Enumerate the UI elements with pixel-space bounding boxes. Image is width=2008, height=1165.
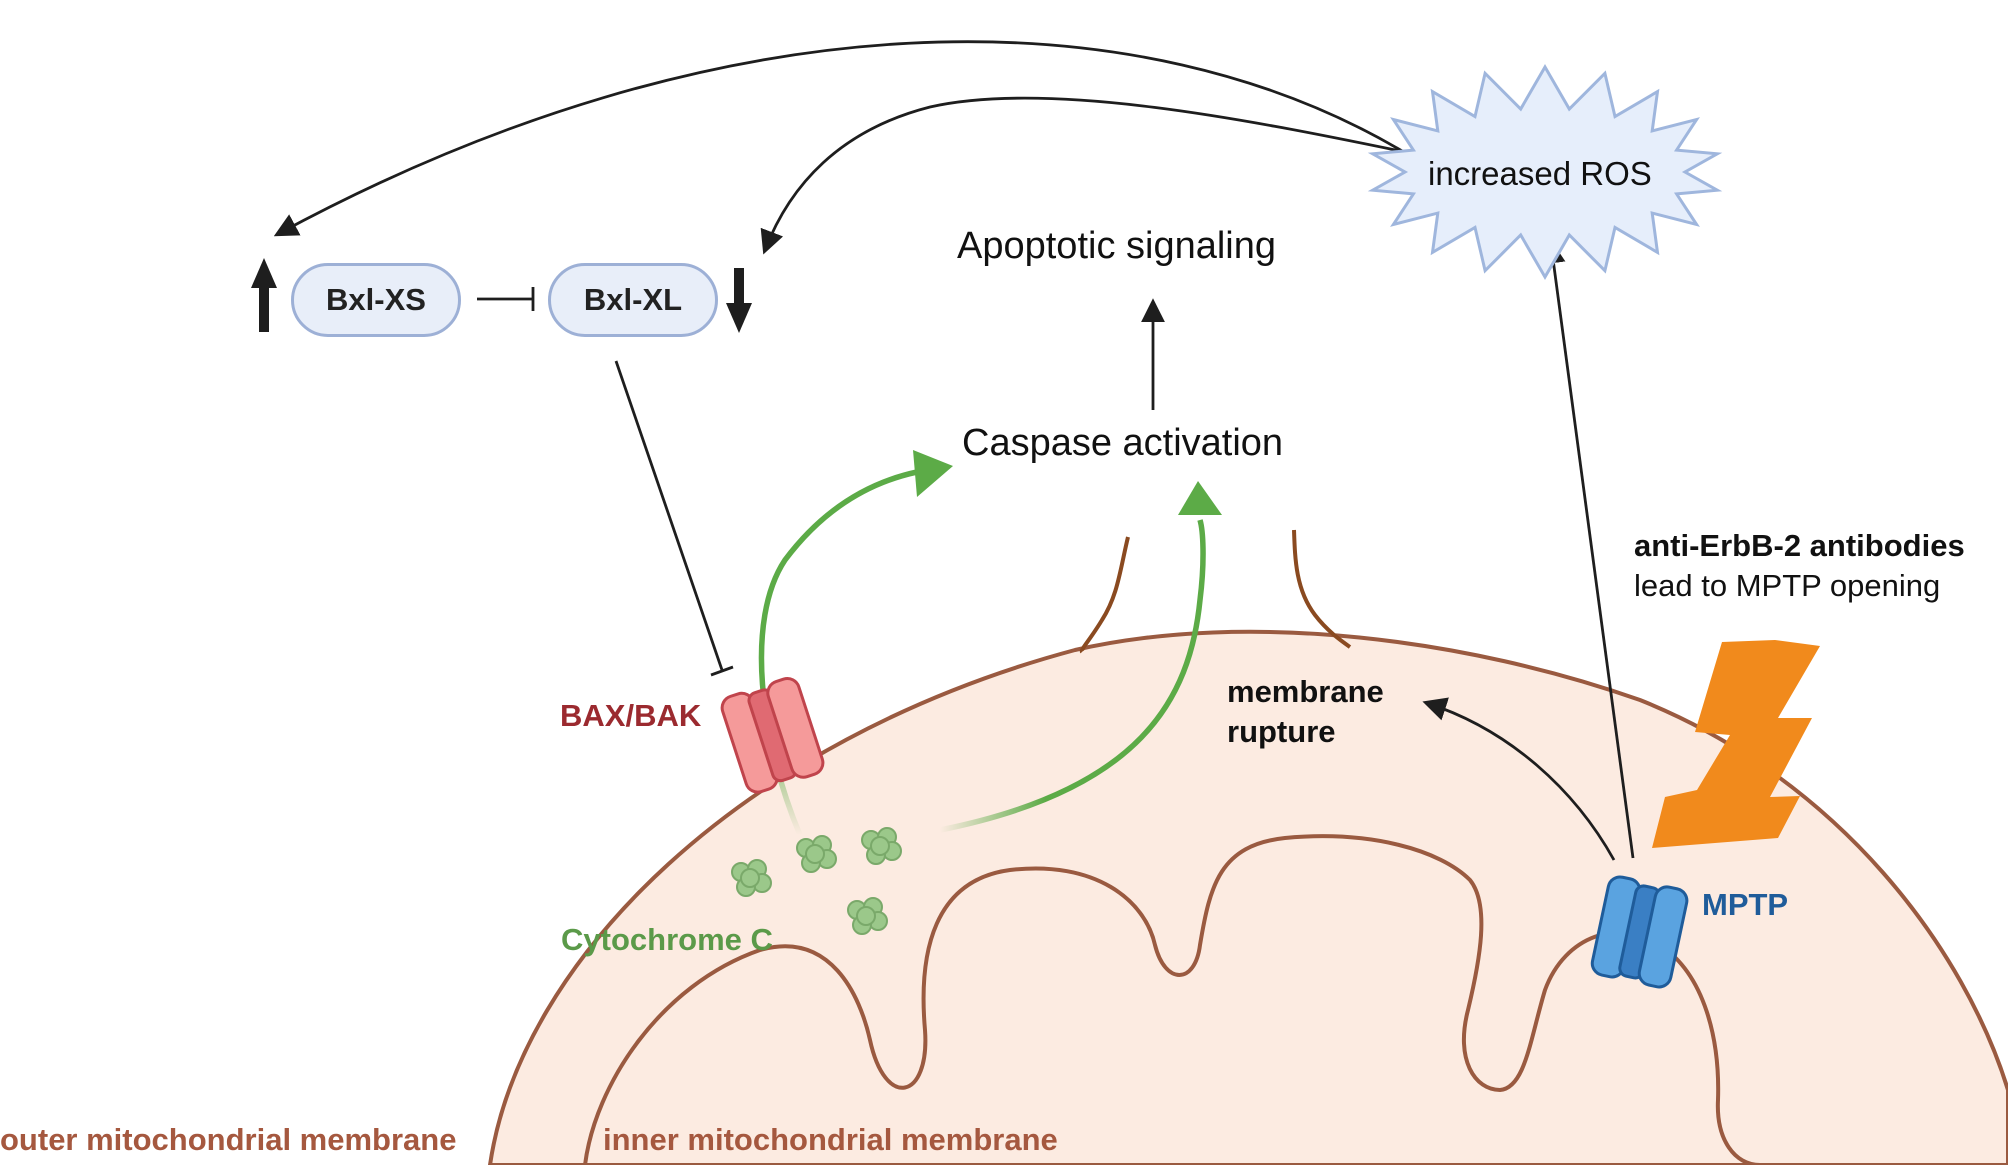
increased-ros-label: increased ROS: [1428, 155, 1652, 192]
antibodies-label-bold: anti-ErbB-2 antibodies: [1634, 528, 1965, 563]
antibodies-label: lead to MPTP opening: [1634, 568, 1941, 603]
up-arrow-icon: [251, 258, 277, 332]
caspase-activation-label: Caspase activation: [962, 422, 1284, 464]
down-arrow-icon: [726, 268, 752, 333]
mptp-label: MPTP: [1702, 887, 1789, 922]
inner-membrane-label: inner mitochondrial membrane: [603, 1122, 1058, 1157]
bxl-xs-node: Bxl-XS: [291, 263, 461, 337]
ros-starburst-icon: [1367, 64, 1723, 280]
lightning-bolt-icon: [1652, 640, 1820, 848]
membrane-rupture-pore: [1079, 529, 1352, 654]
membrane-rupture-label-2: rupture: [1227, 714, 1336, 749]
cytochrome-c-icon: [731, 827, 902, 935]
inner-mitochondrial-membrane: [583, 834, 1761, 1165]
outer-membrane-label: outer mitochondrial membrane: [0, 1122, 457, 1157]
bxl-xl-node: Bxl-XL: [548, 263, 718, 337]
cytochrome-c-label: Cytochrome C: [561, 922, 773, 957]
mptp-channel-icon: [1590, 875, 1689, 989]
membrane-rupture-label-1: membrane: [1227, 674, 1384, 709]
bax-bak-label: BAX/BAK: [560, 698, 702, 733]
bxl-xl-label: Bxl-XL: [583, 282, 683, 317]
signaling-arrows: [273, 40, 1635, 861]
bxl-xs-label: Bxl-XS: [326, 282, 426, 317]
bax-bak-channel-icon: [720, 676, 825, 794]
apoptotic-signaling-label: Apoptotic signaling: [957, 225, 1276, 267]
